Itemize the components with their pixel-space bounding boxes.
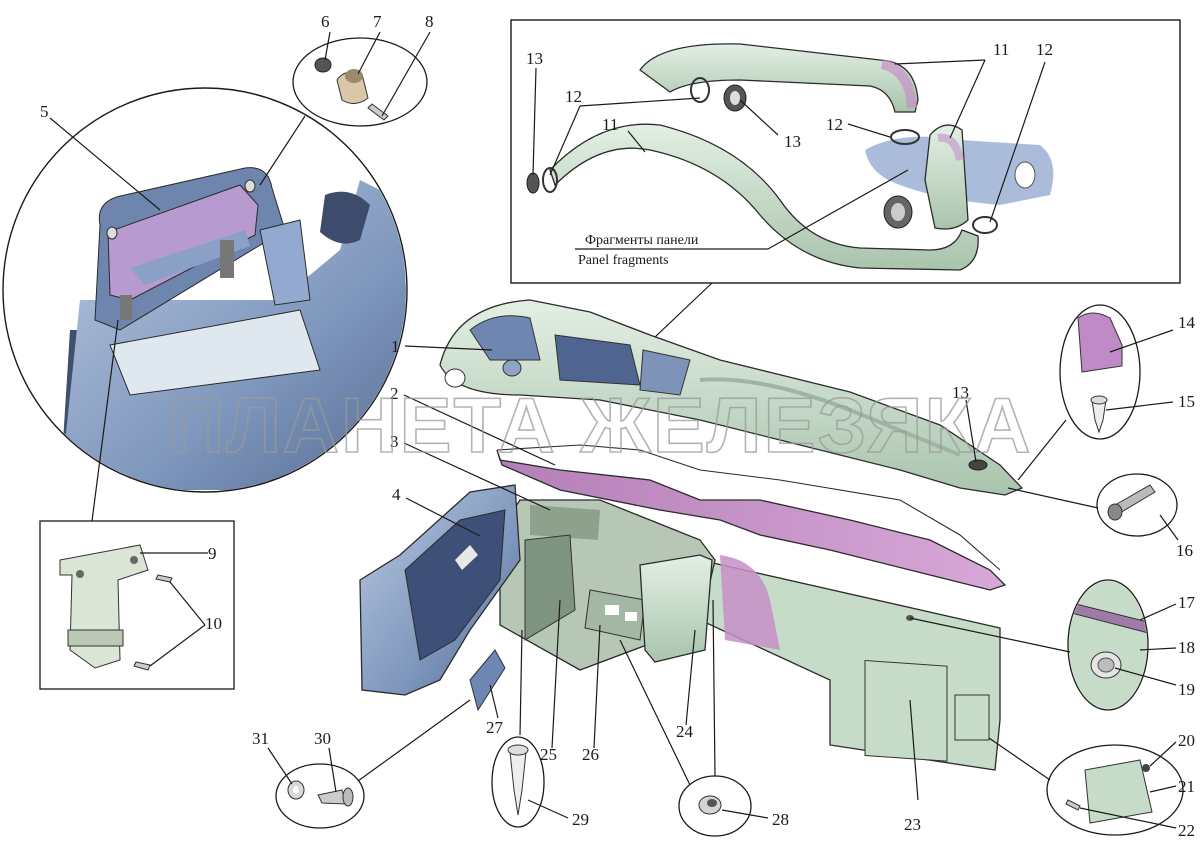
- callout-4: 4: [392, 485, 401, 504]
- callout-27: 27: [486, 718, 504, 737]
- detail-29: [491, 736, 545, 828]
- callout-15: 15: [1178, 392, 1195, 411]
- callout-12a: 12: [565, 87, 582, 106]
- callout-12b: 12: [826, 115, 843, 134]
- clamp-right: [972, 216, 998, 234]
- callout-21: 21: [1178, 777, 1195, 796]
- part-20-screw: [1142, 764, 1150, 772]
- callout-11a: 11: [602, 115, 618, 134]
- callout-13c: 13: [952, 383, 969, 402]
- callout-13a: 13: [526, 49, 543, 68]
- callout-7: 7: [373, 12, 382, 31]
- callout-28: 28: [772, 810, 789, 829]
- callout-19: 19: [1178, 680, 1195, 699]
- callout-3: 3: [390, 432, 399, 451]
- callout-23: 23: [904, 815, 921, 834]
- duct-inset: Фрагменты панели Panel fragments 13 12 1…: [510, 19, 1181, 284]
- callout-1: 1: [391, 337, 400, 356]
- part-14-cap: [1077, 312, 1123, 373]
- callout-24: 24: [676, 722, 694, 741]
- clamp-upper: [690, 77, 710, 103]
- callout-20: 20: [1178, 731, 1195, 750]
- part-25-insert: [524, 534, 576, 641]
- callout-6: 6: [321, 12, 330, 31]
- clamp-left: [542, 167, 558, 193]
- callout-25: 25: [540, 745, 557, 764]
- callout-17: 17: [1178, 593, 1196, 612]
- part-27-flap: [469, 649, 506, 712]
- part-24-box: [639, 554, 713, 663]
- part-8-screw: [367, 103, 389, 121]
- callout-10: 10: [205, 614, 222, 633]
- callout-2: 2: [390, 384, 399, 403]
- detail-16: [1096, 473, 1178, 537]
- callout-5: 5: [40, 102, 49, 121]
- panel-fragments-ru-label: Фрагменты панели: [585, 233, 699, 248]
- duct-lower: [549, 123, 979, 271]
- part-23-hatch: [864, 659, 948, 762]
- duct-upper: [639, 43, 919, 113]
- watermark-text: ПЛАНЕТА ЖЕЛЕЗЯКА: [168, 381, 1032, 469]
- callout-16: 16: [1176, 541, 1193, 560]
- callout-14: 14: [1178, 313, 1196, 332]
- callout-18: 18: [1178, 638, 1195, 657]
- callout-9: 9: [208, 544, 217, 563]
- clamp-middle: [890, 129, 920, 145]
- callout-8: 8: [425, 12, 434, 31]
- callout-29: 29: [572, 810, 589, 829]
- detail-28: [678, 775, 752, 837]
- detail-30-31: [275, 763, 365, 829]
- detail-17-18-19: [1067, 579, 1149, 711]
- callout-22: 22: [1178, 821, 1195, 840]
- part-21-plate: [1084, 759, 1153, 824]
- callout-26: 26: [582, 745, 599, 764]
- panel-fragments-en-label: Panel fragments: [578, 253, 669, 268]
- part-10-screw-b: [133, 661, 151, 671]
- nozzle-left: [526, 172, 540, 194]
- callout-31: 31: [252, 729, 269, 748]
- main-dashboard-panel: [439, 299, 1024, 496]
- hinge-detail: [39, 520, 235, 690]
- callout-30: 30: [314, 729, 331, 748]
- detail-14-15: [1059, 304, 1141, 440]
- part-2-pink-strip: [496, 449, 1007, 591]
- part-22-screw: [1065, 799, 1081, 811]
- part-6-spring: [314, 57, 332, 73]
- detail-20-21-22: [1046, 744, 1184, 836]
- callout-11b: 11: [993, 40, 1009, 59]
- callout-13b: 13: [784, 132, 801, 151]
- detail-6-7-8: [292, 31, 431, 127]
- glovebox-detail: [2, 87, 408, 493]
- access-plate: [954, 694, 990, 741]
- callout-12c: 12: [1036, 40, 1053, 59]
